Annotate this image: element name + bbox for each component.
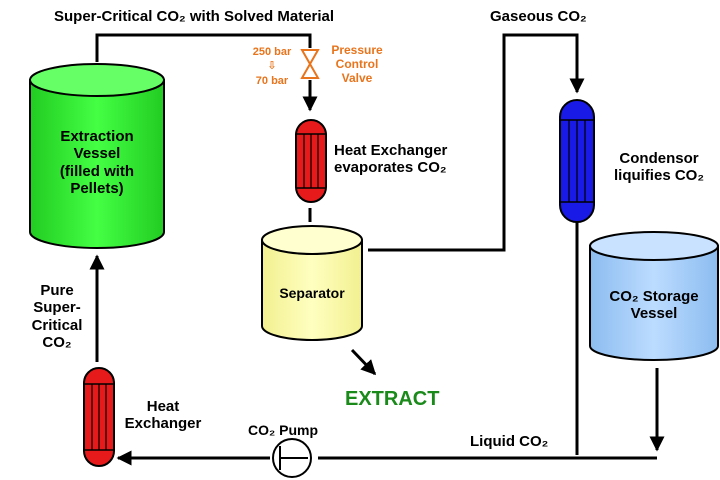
label-liquid-co2: Liquid CO₂: [470, 433, 549, 450]
condensor-icon: [559, 99, 595, 223]
label-pure-co2: Pure Super- Critical CO₂: [31, 282, 83, 351]
label-heat-exchanger-top: Heat Exchanger evaporates CO₂: [334, 142, 448, 177]
heat-exchanger-top-icon: [295, 119, 327, 203]
label-extraction-vessel: Extraction Vessel (filled with Pellets): [59, 128, 135, 197]
heat-exchanger-bottom-icon: [83, 367, 115, 467]
pump-icon: [272, 438, 312, 478]
label-condensor: Condensor liquifies CO₂: [613, 150, 704, 185]
extraction-vessel-shape: [29, 63, 165, 249]
pipe-gaseous: [368, 33, 585, 252]
label-pressure-valve: Pressure Control Valve: [331, 43, 383, 85]
label-pressure-arrow: ⇩: [267, 60, 277, 72]
separator-shape: [261, 225, 363, 341]
pipes: [89, 33, 665, 466]
label-gaseous-co2: Gaseous CO₂: [490, 8, 587, 25]
pressure-valve-icon: [300, 49, 320, 79]
pipe-top: [95, 33, 312, 62]
label-top-pipe: Super-Critical CO₂ with Solved Material: [54, 8, 335, 25]
label-pressure-low: 70 bar: [255, 75, 289, 87]
storage-vessel-shape: [589, 231, 719, 361]
pipe-extract: [350, 348, 377, 376]
label-extract: EXTRACT: [345, 388, 440, 410]
label-separator: Separator: [279, 285, 345, 301]
label-pressure-high: 250 bar: [252, 46, 292, 58]
label-pump: CO₂ Pump: [248, 422, 318, 438]
label-heat-exchanger-bottom: Heat Exchanger: [124, 398, 202, 433]
label-storage-vessel: CO₂ Storage Vessel: [609, 288, 699, 323]
